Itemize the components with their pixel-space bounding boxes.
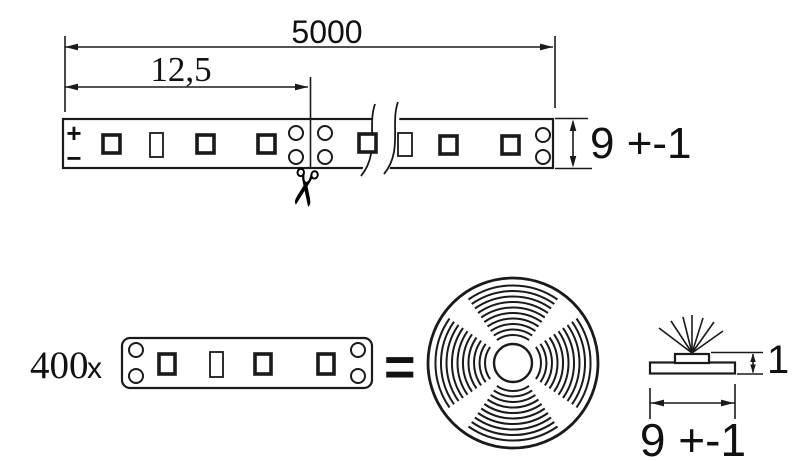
led-profile [673,352,711,365]
reel-outer-circle [426,276,600,450]
strip-width-label: 9 +-1 [590,119,692,168]
dimension-profile-height: 1 [711,338,789,382]
polarity-plus-label: + [66,118,81,148]
strip-top-view: + − [61,101,555,178]
arrowhead-right-icon [721,399,734,407]
solder-pad [535,149,551,165]
arrowhead-left-icon [65,43,78,51]
reel-icon [426,276,600,450]
led-chip [101,133,122,155]
equals-sign: = [384,337,416,397]
dimension-strip-width: 9 +-1 [555,117,692,170]
solder-pad [128,368,144,384]
cut-increment-label: 12,5 [150,50,211,89]
dimension-profile-width: 9 +-1 [640,384,746,461]
light-rays-icon [658,315,724,354]
arrowhead-up-icon [750,353,756,362]
solder-pad [128,342,144,358]
segment-count-group: 400 x [30,344,102,387]
solder-pad [317,125,333,141]
arrowhead-down-icon [569,156,577,168]
arrowhead-right-icon [295,83,308,91]
strip-base-profile [648,361,737,375]
solder-pad [288,149,304,165]
arrowhead-up-icon [569,119,577,131]
led-chip [157,352,177,376]
led-chip [357,132,378,154]
led-chip [256,133,277,155]
reel-wound-strip-arcs [434,284,592,442]
segment-count-label: 400 [30,344,89,387]
led-chip [438,134,459,156]
segment-outline [120,336,374,390]
resistor [149,132,164,158]
arrowhead-left-icon [651,399,664,407]
resistor [397,132,413,157]
resistor [209,351,224,378]
strip-outline [61,117,555,170]
solder-pad [317,149,333,165]
profile-width-label: 9 +-1 [640,414,746,461]
break-squiggle-right [383,101,399,175]
reel-hub-circle [492,342,534,384]
solder-pad [350,342,366,358]
scissors-icon: ✂ [273,162,335,213]
total-length-label: 5000 [291,14,362,50]
segment-view [120,336,374,390]
polarity-minus-label: − [66,143,81,173]
led-chip [316,352,336,376]
solder-pad [288,125,304,141]
arrowhead-down-icon [750,364,756,373]
arrowhead-right-icon [540,43,553,51]
solder-pad [350,368,366,384]
multiply-sign-label: x [87,352,102,385]
dimension-total-length: 5000 [64,14,556,112]
led-chip [195,133,216,155]
profile-height-label: 1 [767,338,789,382]
led-chip [500,134,521,156]
arrowhead-left-icon [65,83,78,91]
dimension-cut-increment: 12,5 [65,50,308,91]
led-chip [253,352,273,376]
solder-pad [535,127,551,143]
cross-section-view: 1 9 +-1 [640,315,789,461]
